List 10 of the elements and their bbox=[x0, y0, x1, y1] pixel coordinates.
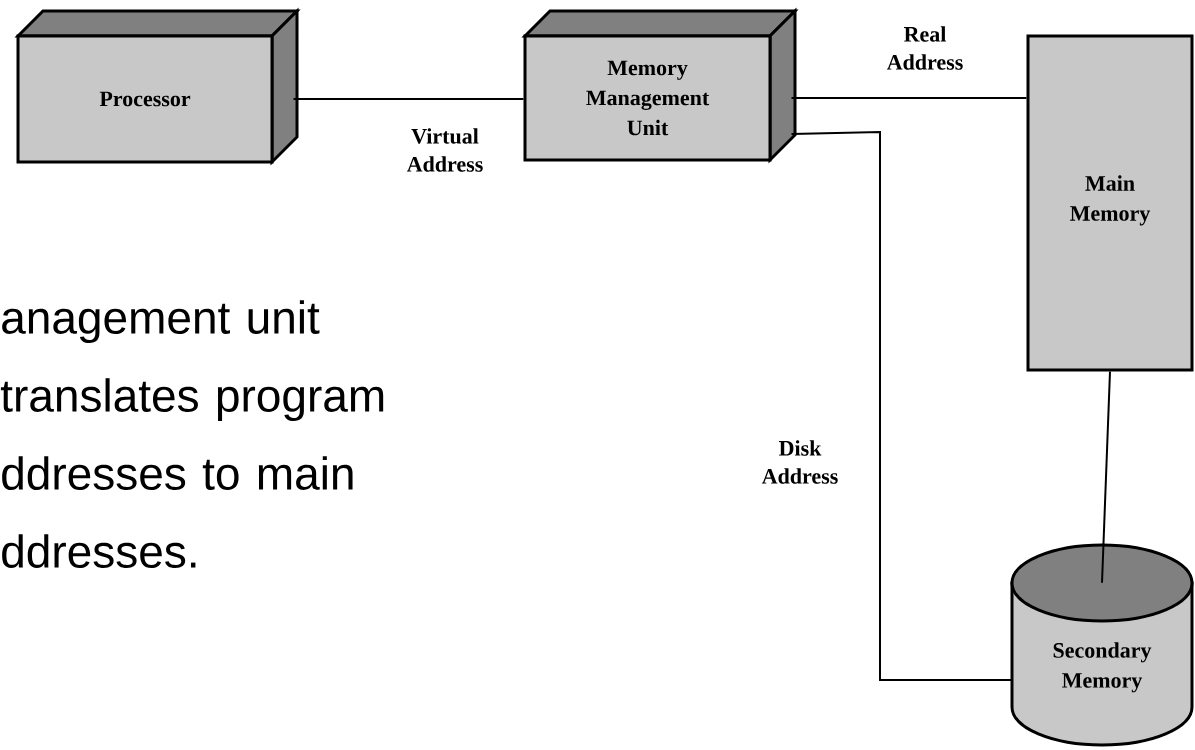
edge-label: Disk Address bbox=[749, 439, 851, 485]
edge-label: Real Address bbox=[874, 25, 976, 71]
edge-label: Virtual Address bbox=[394, 127, 496, 173]
memory-box: Main Memory bbox=[1026, 34, 1194, 372]
connector-line bbox=[292, 98, 525, 100]
connector-line bbox=[790, 97, 1028, 99]
description-text: anagement unit translates program ddresses to main ddresses. bbox=[0, 300, 384, 568]
connector-line bbox=[790, 130, 1013, 681]
connector-line bbox=[1101, 370, 1111, 584]
storage-cylinder: Secondary Memory bbox=[1010, 543, 1194, 747]
